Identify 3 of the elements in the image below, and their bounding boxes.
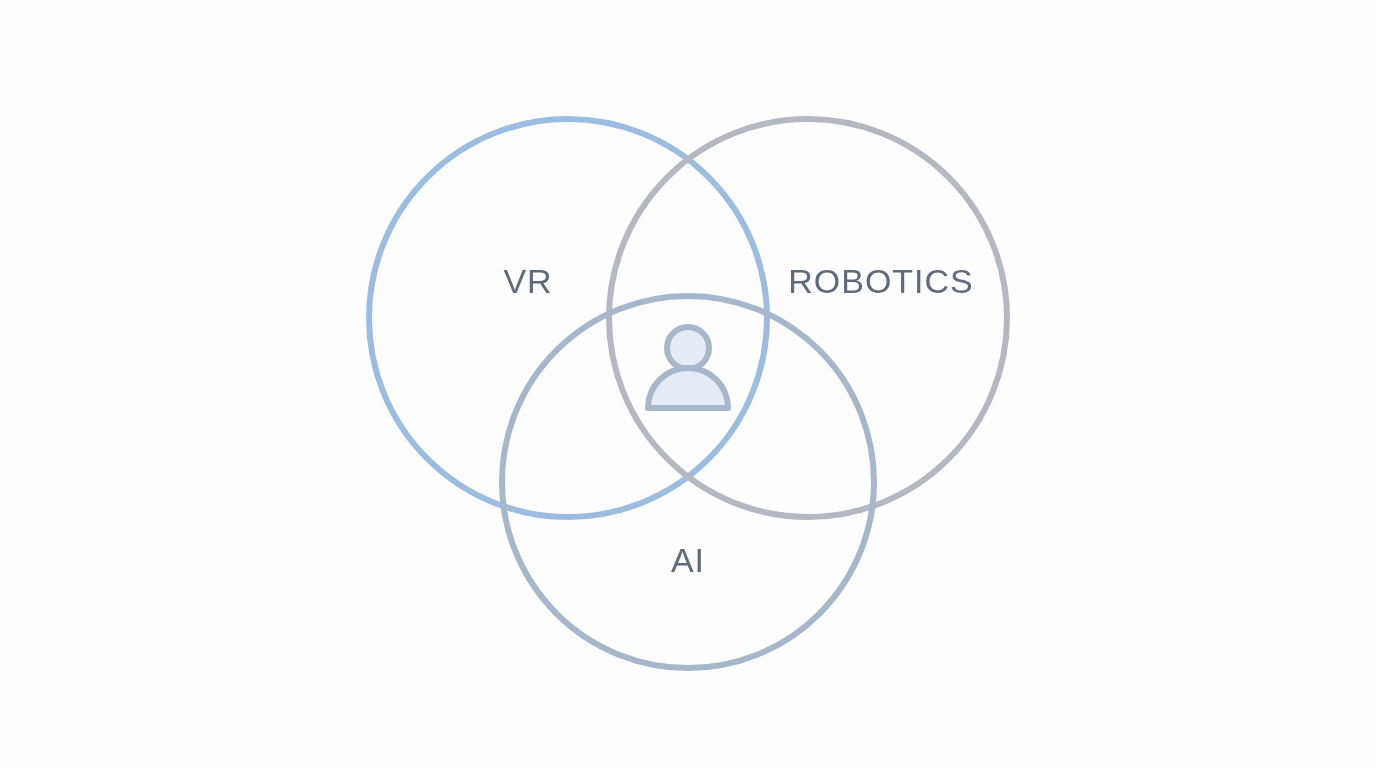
circle-label: VR: [503, 261, 553, 301]
circle-label: ROBOTICS: [788, 261, 974, 301]
circle-label: AI: [670, 540, 706, 580]
